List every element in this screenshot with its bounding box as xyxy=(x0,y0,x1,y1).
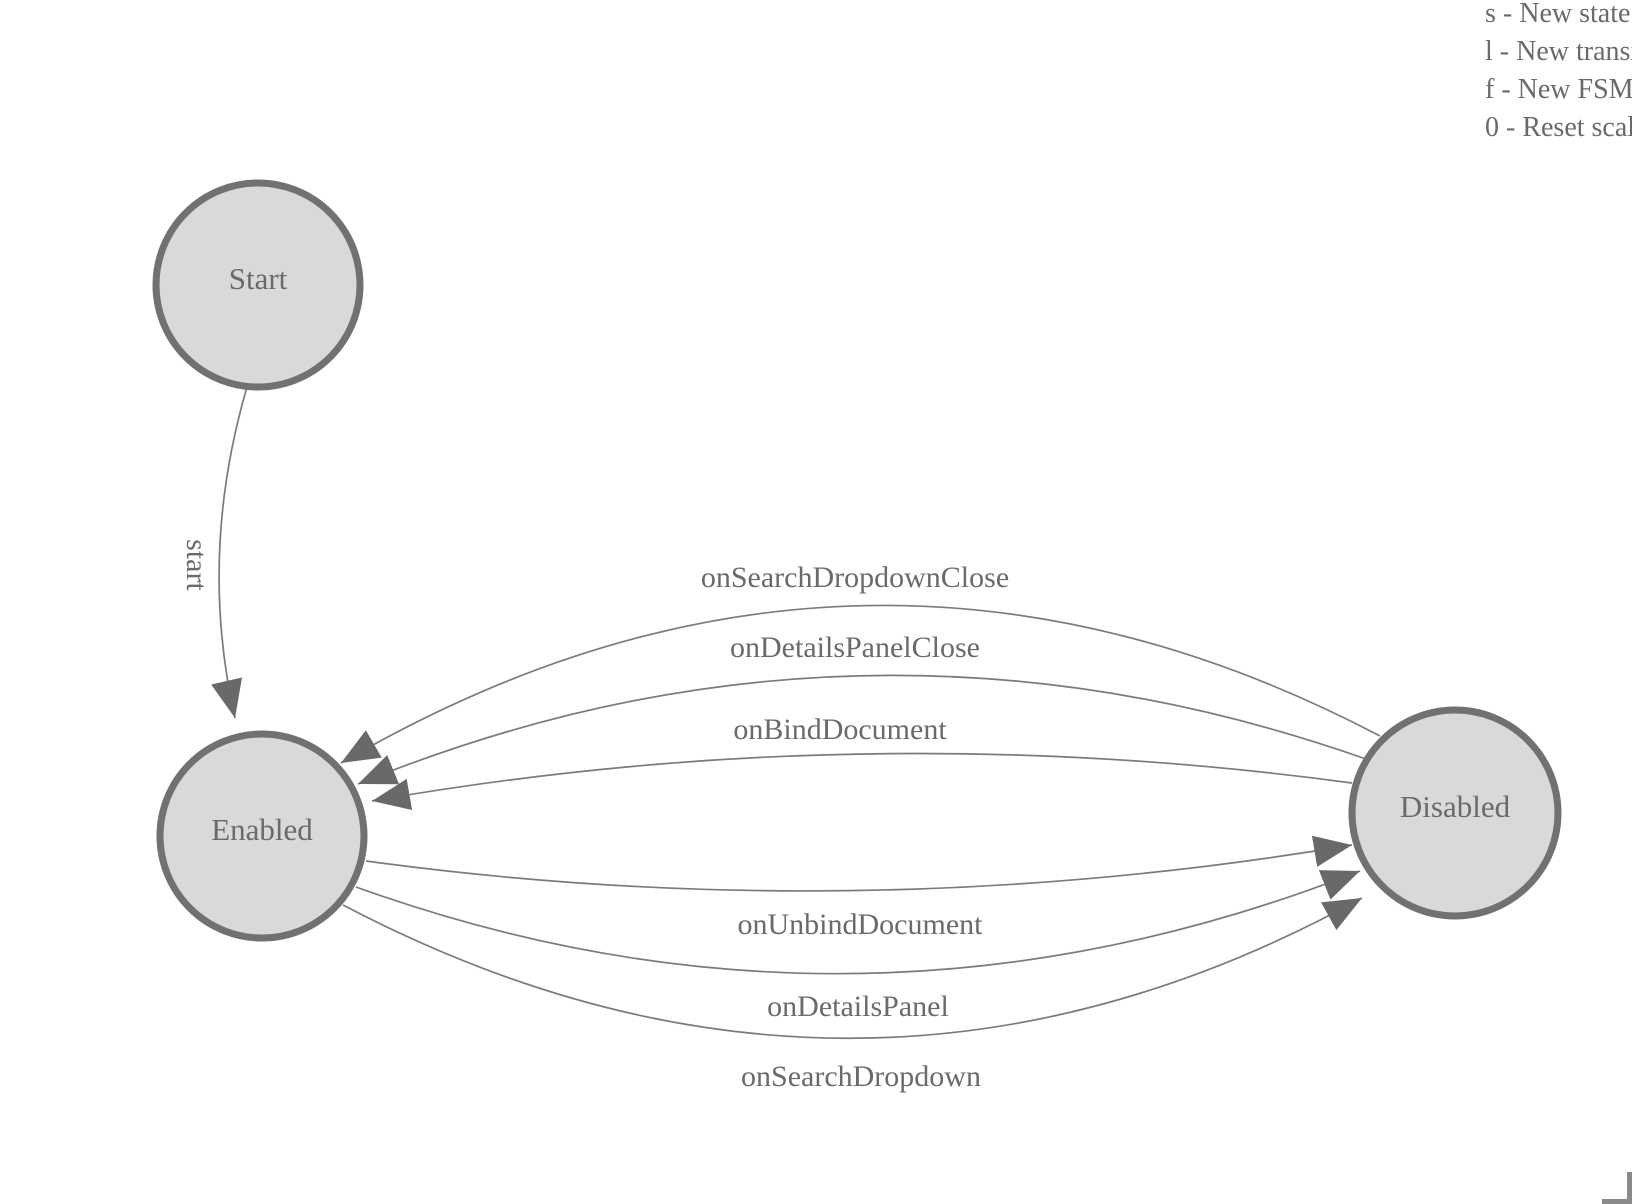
state-circle[interactable] xyxy=(156,730,368,942)
transition-label-onDetailsPanelClose: onDetailsPanelClose xyxy=(730,631,980,664)
state-circle[interactable] xyxy=(152,179,364,391)
state-node-enabled[interactable]: Enabled xyxy=(156,730,368,942)
transition-edge-onSearchDropdown[interactable] xyxy=(342,897,1363,1040)
state-label: Start xyxy=(229,261,288,296)
state-label: Disabled xyxy=(1400,789,1511,824)
transition-edge-onSearchDropdownClose[interactable] xyxy=(340,604,1381,764)
transition-label-onSearchDropdownClose: onSearchDropdownClose xyxy=(701,561,1009,594)
transition-label-onUnbindDocument: onUnbindDocument xyxy=(738,908,984,941)
transition-edge-onDetailsPanel[interactable] xyxy=(355,870,1361,975)
state-node-disabled[interactable]: Disabled xyxy=(1348,706,1562,920)
state-label: Enabled xyxy=(211,812,313,847)
transition-edge-onBindDocument[interactable] xyxy=(371,752,1353,811)
paper-corner xyxy=(1602,1172,1632,1204)
shortcut-hint-reset-scale: 0 - Reset scale xyxy=(1485,112,1632,143)
transitions xyxy=(211,386,1381,1040)
transition-edge-onDetailsPanelClose[interactable] xyxy=(357,674,1367,785)
transition-label-start: start xyxy=(180,539,213,591)
transition-edge-start[interactable] xyxy=(211,386,248,719)
transition-label-onBindDocument: onBindDocument xyxy=(733,713,947,746)
shortcut-hint-new-fsm: f - New FSM xyxy=(1485,74,1632,105)
state-node-start[interactable]: Start xyxy=(152,179,364,391)
transition-label-onDetailsPanel: onDetailsPanel xyxy=(767,990,949,1023)
transition-label-onSearchDropdown: onSearchDropdown xyxy=(741,1060,981,1093)
state-circle[interactable] xyxy=(1348,706,1562,920)
transition-edge-onUnbindDocument[interactable] xyxy=(365,835,1353,892)
shortcut-hint-new-transition: l - New transition xyxy=(1485,36,1632,67)
shortcut-hints: s - New state l - New transition f - New… xyxy=(1485,0,1632,147)
shortcut-hint-new-state: s - New state xyxy=(1485,0,1631,29)
transition-labels: start onSearchDropdownClose onDetailsPan… xyxy=(180,539,1009,1093)
